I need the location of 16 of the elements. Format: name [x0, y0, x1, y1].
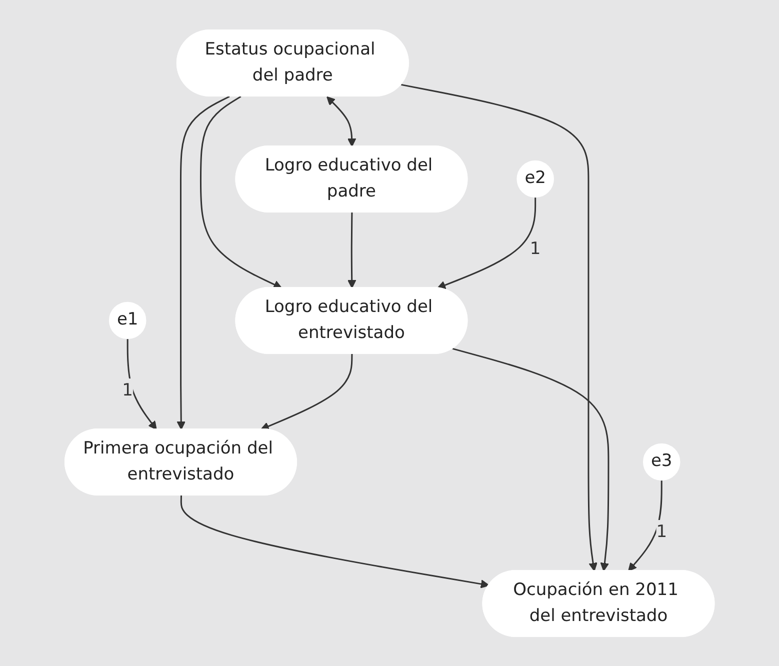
arrow: [628, 480, 662, 572]
arrow: [180, 495, 490, 588]
node-circle: e3: [642, 443, 680, 480]
edge-label: 1: [656, 522, 667, 542]
arrow: [452, 348, 610, 572]
arrow: [326, 96, 356, 147]
arrow: [176, 96, 230, 430]
arrow: [260, 354, 353, 430]
node-circle: e1: [108, 302, 146, 339]
arrow: [436, 196, 536, 290]
edge-label: 1: [122, 380, 133, 400]
edge-label: 1: [530, 238, 541, 259]
node-circle: e2: [516, 160, 554, 198]
arrow: [347, 212, 356, 288]
arrow: [200, 96, 282, 288]
arrow: [400, 84, 598, 572]
